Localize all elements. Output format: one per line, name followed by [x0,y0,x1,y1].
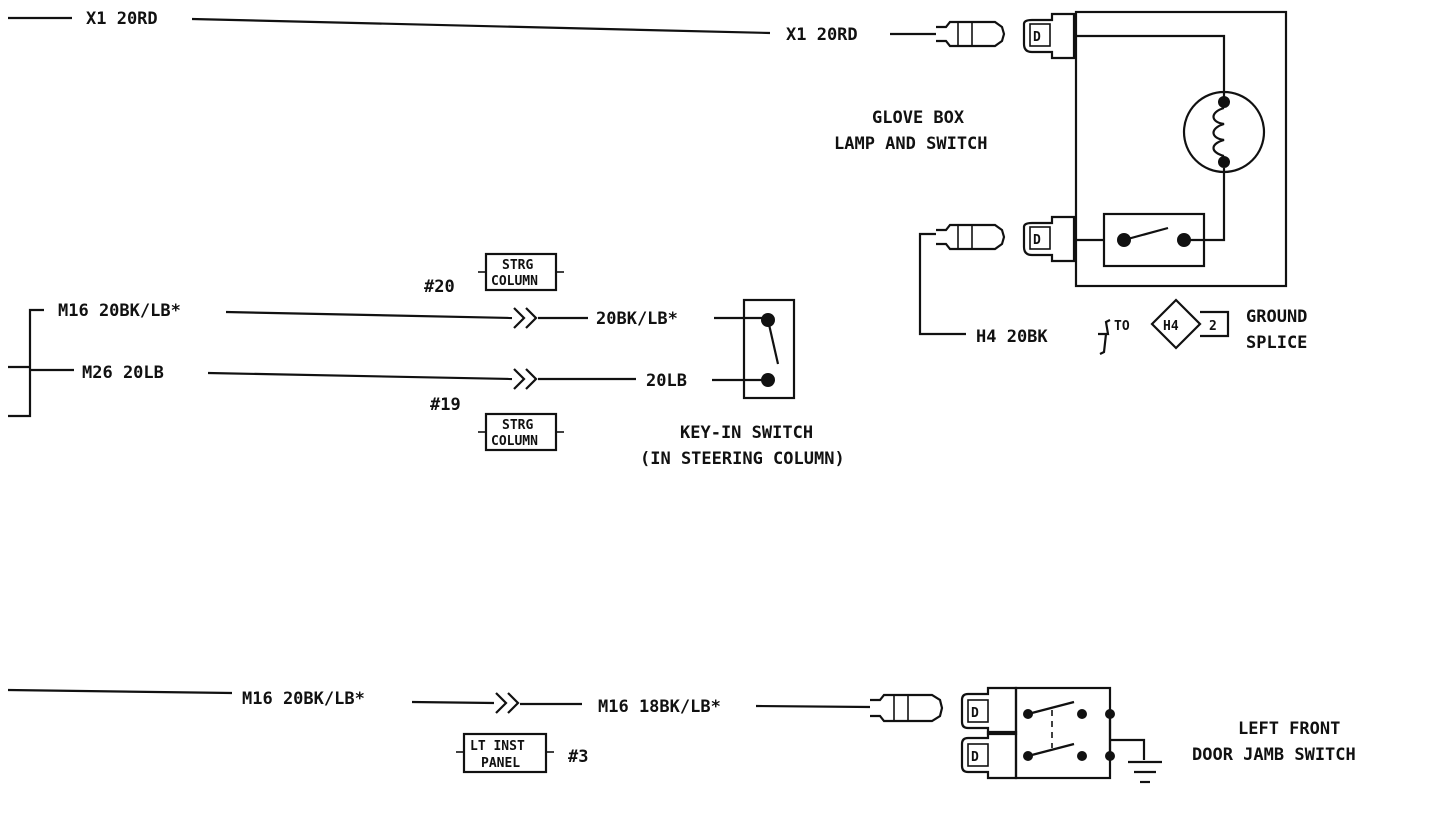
wire-label-x1-left: X1 20RD [86,9,158,29]
lt-inst-panel-badge: LT INST PANEL [456,732,554,774]
connector-plug-top [936,20,1006,48]
connector-plug-bottom [870,693,944,723]
wire-bottom-to-plug [755,704,871,709]
pin-d-door-2: D [971,750,979,765]
wire-label-m16-right: 20BK/LB* [596,309,678,329]
connector-socket-door-2: D [960,730,1018,780]
wire-label-bottom-right: M16 18BK/LB* [598,697,721,717]
connector-plug-lower [936,223,1006,251]
splice-id: H4 [1163,319,1179,334]
wire-h4 [918,232,966,336]
pin-d-lower: D [1033,233,1041,248]
splice-pin-box [1200,310,1230,338]
strg-top-line2: COLUMN [491,274,538,289]
strg-bot-number: #19 [430,395,461,415]
connector-socket-top: D [1022,12,1076,60]
key-in-label-line1: KEY-IN SWITCH [680,423,813,443]
ground-wire [1110,738,1146,760]
break-symbol [1098,319,1111,355]
switch-lever-icon [1027,700,1075,716]
wire-bracket [8,308,44,418]
key-in-switch-housing [742,298,796,400]
wire-m16 [225,310,513,320]
strg-top-line1: STRG [502,258,533,273]
wire-label-h4: H4 20BK [976,327,1048,347]
wire-bottom-mid [411,700,495,705]
glove-box-housing [1074,10,1288,288]
strg-bot-line1: STRG [502,418,533,433]
splice-to-label: TO [1114,319,1130,334]
wire-x1-main [191,17,771,35]
glove-wire-top [1074,34,1226,100]
wire-label-m16-left: M16 20BK/LB* [58,301,181,321]
door-jamb-label-line1: LEFT FRONT [1238,719,1340,739]
glove-box-label-line2: LAMP AND SWITCH [834,134,988,154]
strg-top-number: #20 [424,277,455,297]
wire-label-bottom-left: M16 20BK/LB* [242,689,365,709]
door-jamb-label-line2: DOOR JAMB SWITCH [1192,745,1356,765]
glove-wire-lamp-to-switch [1190,168,1226,242]
lamp-filament-icon [1212,106,1225,158]
connector-chevron-icon [495,692,520,714]
splice-label-line1: GROUND [1246,307,1307,327]
splice-label-line2: SPLICE [1246,333,1307,353]
splice-pin: 2 [1209,319,1217,334]
connector-socket-lower: D [1022,215,1076,263]
strg-column-bottom-badge: STRG COLUMN [478,412,564,452]
glove-box-label-line1: GLOVE BOX [872,108,965,128]
lt-inst-line1: LT INST [470,739,525,754]
wire-label-m26-right: 20LB [646,371,687,391]
switch-lever-icon [1027,742,1075,758]
switch-lever-icon [766,319,780,365]
lt-inst-number: #3 [568,747,588,767]
connector-chevron-icon [513,368,538,390]
ground-icon [1128,760,1162,784]
splice-diamond-icon [1150,298,1202,350]
wire-label-m26-left: M26 20LB [82,363,164,383]
wire-bottom-left [7,688,233,695]
switch-lever-icon [1123,226,1169,242]
pin-d-top: D [1033,30,1041,45]
switch-contact-icon [1177,233,1191,247]
strg-column-top-badge: STRG COLUMN [478,252,564,292]
connector-socket-door-1: D [960,686,1018,736]
wire-label-x1-right: X1 20RD [786,25,858,45]
pin-d-door-1: D [971,706,979,721]
switch-contact-icon [761,373,775,387]
key-in-label-line2: (IN STEERING COLUMN) [640,449,845,469]
connector-chevron-icon [513,307,538,329]
door-jamb-switch-housing [1014,686,1112,780]
wire-m26 [207,371,513,381]
strg-bot-line2: COLUMN [491,434,538,449]
lt-inst-line2: PANEL [481,756,520,771]
